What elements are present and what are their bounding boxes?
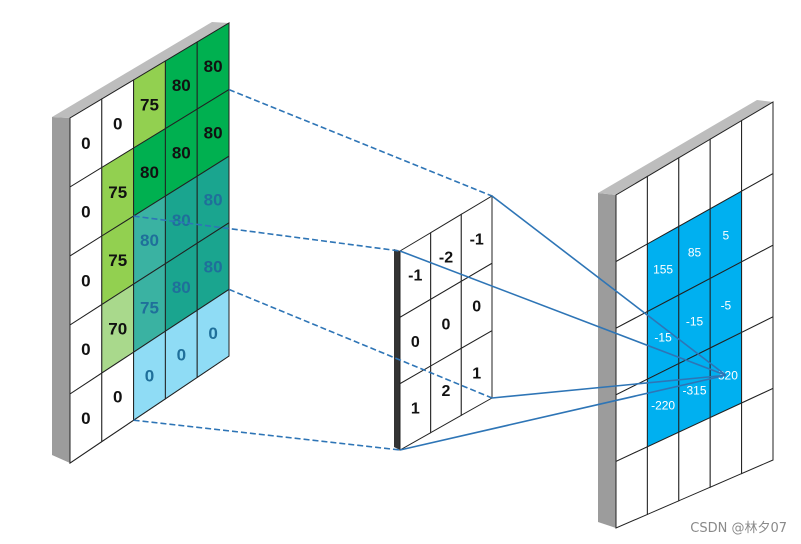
cell-value: 80: [172, 278, 191, 297]
watermark-text: CSDN @林夕07: [690, 521, 787, 536]
cell-value: 80: [204, 257, 223, 276]
cell-value: 80: [172, 76, 191, 95]
grid-cell: [646, 431, 680, 516]
cell-value: 80: [140, 163, 159, 182]
cell-value: 1: [411, 401, 420, 418]
cell-value: 80: [204, 191, 223, 210]
cell-value: -2: [439, 250, 453, 267]
projection-lines: [133, 88, 727, 451]
cell-value: 0: [472, 299, 481, 316]
cell-value: 1: [472, 366, 481, 383]
cell-value: -320: [714, 368, 738, 382]
cell-value: 0: [81, 203, 90, 222]
cell-value: 0: [81, 271, 90, 290]
cell-value: 75: [140, 299, 159, 318]
cell-value: 0: [177, 345, 186, 364]
grid-cell: [741, 387, 774, 475]
cell-value: 75: [108, 251, 127, 270]
connector-line: [399, 250, 727, 376]
cell-value: 0: [145, 367, 154, 386]
cell-value: 80: [172, 211, 191, 230]
output-feature-map: 155 85 5 -15 -15 -5 -220 -315 -320: [598, 100, 774, 529]
cell-value: -15: [686, 314, 704, 328]
cell-value: 0: [411, 334, 420, 351]
cell-value: -15: [654, 331, 672, 345]
sobel-kernel: -1 -2 -1 0 0 0 1 2 1: [394, 195, 493, 451]
cell-value: -220: [651, 399, 675, 413]
cell-value: -1: [408, 268, 422, 285]
cell-value: -1: [470, 231, 484, 248]
frame-side: [52, 117, 70, 463]
cell-value: 0: [81, 409, 90, 428]
cell-value: 75: [108, 183, 127, 202]
cell-value: 0: [81, 134, 90, 153]
cell-value: -315: [682, 384, 706, 398]
connector-line: [491, 374, 726, 399]
cell-value: 155: [653, 262, 673, 276]
connector-line: [133, 419, 401, 451]
cell-value: 2: [442, 383, 451, 400]
cell-value: 85: [688, 245, 702, 259]
frame-top: [52, 22, 229, 118]
cell-value: 0: [113, 115, 122, 134]
cell-value: 0: [81, 340, 90, 359]
cell-value: 0: [208, 324, 217, 343]
cell-value: 80: [204, 124, 223, 143]
grid-cell: [678, 416, 711, 502]
cell-value: 80: [140, 231, 159, 250]
kernel-edge: [394, 249, 400, 450]
connector-line: [228, 288, 493, 399]
grid-cell: [196, 288, 230, 379]
frame-top: [598, 100, 773, 195]
cell-value: -5: [721, 298, 732, 312]
input-feature-map: 0 0 75 80 80 0 75 80 80 80 0 75 80 80 80 0 70 75 80 80 0 0 0 0 0: [52, 22, 230, 464]
cell-value: 0: [442, 316, 451, 333]
cell-value: 80: [204, 57, 223, 76]
cell-value: 80: [172, 143, 191, 162]
frame-side: [598, 193, 616, 528]
grid-cell: [615, 446, 648, 529]
cell-value: 5: [723, 228, 730, 242]
cell-value: 75: [140, 95, 159, 114]
cell-value: 0: [113, 388, 122, 407]
connector-line: [491, 195, 727, 376]
cell-value: 70: [108, 319, 127, 338]
connector-line: [399, 374, 727, 451]
connector-line: [228, 88, 493, 197]
grid-cell: [709, 402, 743, 488]
